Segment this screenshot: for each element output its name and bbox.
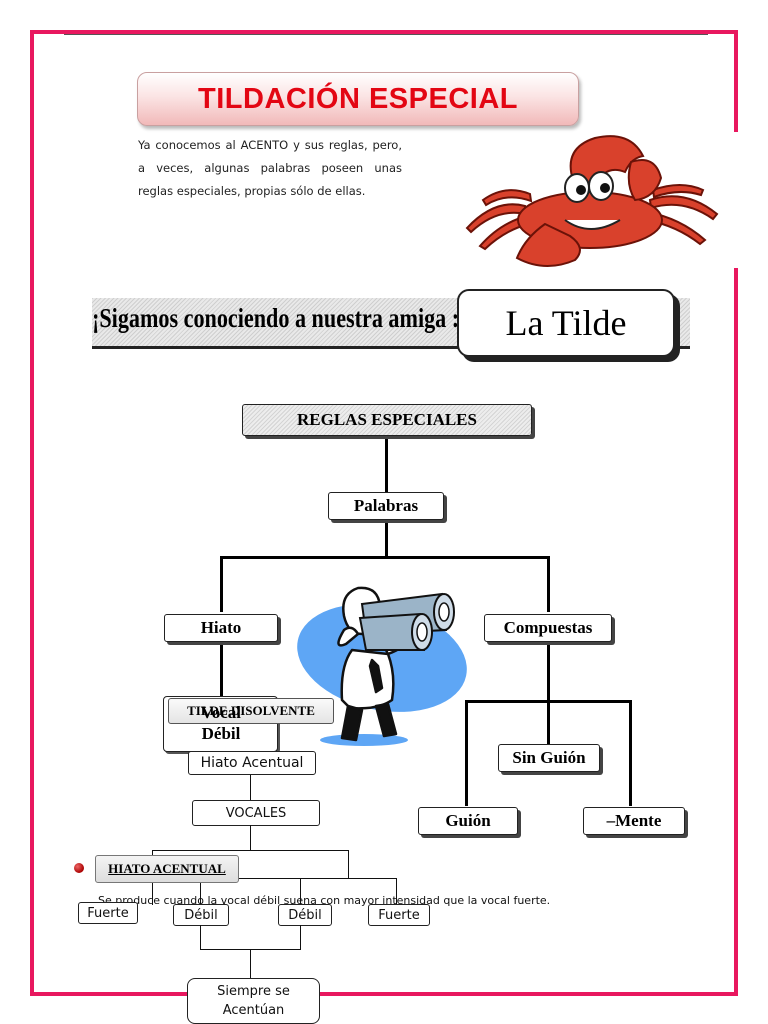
connector [465,700,468,806]
hiato-acentual-node: Hiato Acentual [188,751,316,775]
connector [396,878,397,904]
connector [200,925,201,950]
page-frame-left [30,30,34,996]
connector [300,925,301,950]
connector [220,556,223,612]
leaf-debil-2: Débil [278,904,332,926]
node-mente: –Mente [583,807,685,835]
la-tilde-box: La Tilde [457,289,675,357]
result-line-2: Acentúan [222,1003,285,1018]
connector [250,949,251,979]
node-guion: Guión [418,807,518,835]
connector [250,825,251,851]
connector [629,700,632,806]
node-hiato: Hiato [164,614,278,642]
hiato-acentual-heading: HIATO ACENTUAL [95,855,239,883]
top-rule [64,34,708,35]
connector [220,640,223,696]
page-frame-bottom [30,992,738,996]
node-reglas-especiales: REGLAS ESPECIALES [242,404,532,436]
connector [348,850,349,878]
node-palabras: Palabras [328,492,444,520]
connector [547,640,550,744]
connector [200,878,397,879]
result-line-1: Siempre se [217,984,290,999]
connector [220,556,550,559]
hiato-definition: Se produce cuando la vocal débil suena c… [98,894,551,907]
page-frame-right-upper [734,30,738,132]
debil-label: Débil [201,724,241,743]
binoculars-man-illustration [297,586,467,746]
leaf-debil-1: Débil [173,904,229,926]
connector [385,518,388,558]
node-compuestas: Compuestas [484,614,612,642]
vocales-node: VOCALES [192,800,320,826]
leaf-fuerte-1: Fuerte [78,902,138,924]
banner-text: ¡Sigamos conociendo a nuestra amiga : [92,303,460,333]
connector [547,556,550,612]
connector [250,774,251,800]
title-box: TILDACIÓN ESPECIAL [137,72,579,126]
intro-paragraph: Ya conocemos al ACENTO y sus reglas, per… [138,138,402,198]
connector [300,878,301,904]
connector [385,434,388,492]
node-sin-guion: Sin Guión [498,744,600,772]
page-title: TILDACIÓN ESPECIAL [198,82,518,115]
crab-illustration [465,135,719,267]
leaf-fuerte-2: Fuerte [368,904,430,926]
bullet-icon [74,863,84,873]
result-node: Siempre se Acentúan [187,978,320,1024]
connector [465,700,632,703]
connector [152,850,349,851]
page-frame-top [30,30,738,34]
connector [200,878,201,904]
la-tilde-text: La Tilde [505,303,627,343]
tilde-disolvente-label: TILDE DISOLVENTE [168,698,334,724]
page-frame-right-lower [734,268,738,996]
vocal-label: Vocal [201,703,241,722]
